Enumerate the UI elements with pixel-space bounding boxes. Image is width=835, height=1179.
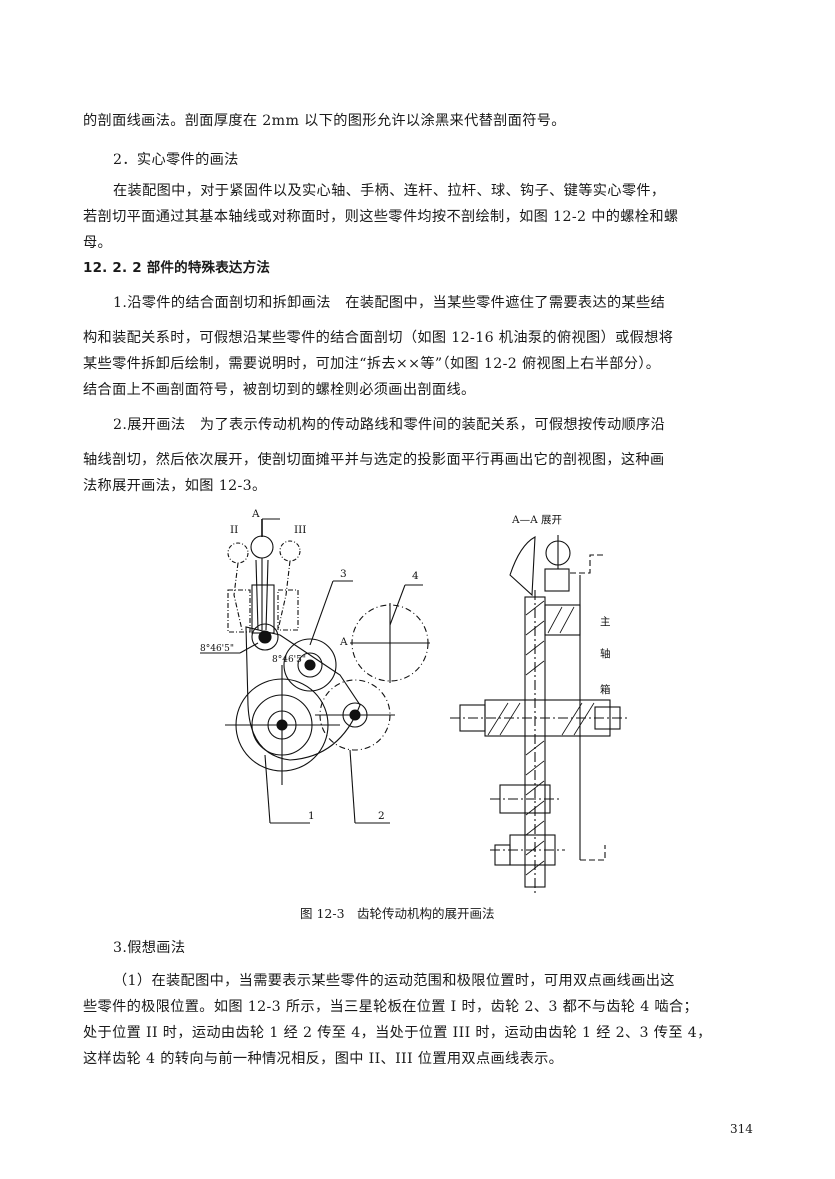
- figure-label: A—A 展开: [511, 514, 562, 526]
- paragraph-line: 2.展开画法 为了表示传动机构的传动路线和零件间的装配关系，可假想按传动顺序沿: [113, 417, 666, 433]
- paragraph-line: 的剖面线画法。剖面厚度在 2mm 以下的图形允许以涂黑来代替剖面符号。: [83, 113, 566, 129]
- section-heading: 12. 2. 2 部件的特殊表达方法: [83, 260, 271, 276]
- figure-label: 8°46'5": [200, 644, 234, 654]
- paragraph-line: 1.沿零件的结合面剖切和拆卸画法 在装配图中，当某些零件遮住了需要表达的某些结: [113, 295, 666, 311]
- figure-label: II: [230, 524, 238, 536]
- figure-label: A: [251, 508, 260, 520]
- figure-label: 主: [600, 616, 611, 628]
- figure-label: A: [339, 636, 348, 648]
- paragraph-line: 母。: [83, 235, 113, 251]
- paragraph-line: 在装配图中，对于紧固件以及实心轴、手柄、连杆、拉杆、球、钩子、键等实心零件，: [113, 183, 666, 199]
- paragraph-line: 处于位置 II 时，运动由齿轮 1 经 2 传至 4，当处于位置 III 时，运…: [83, 1025, 712, 1041]
- paragraph-line: 些零件的极限位置。如图 12-3 所示，当三星轮板在位置 I 时，齿轮 2、3 …: [83, 999, 699, 1015]
- paragraph-line: 结合面上不画剖面符号，被剖切到的螺栓则必须画出剖面线。: [83, 382, 476, 398]
- subheading: 2．实心零件的画法: [113, 152, 239, 168]
- paragraph-line: 某些零件拆卸后绘制，需要说明时，可加注“拆去××等”（如图 12-2 俯视图上右…: [83, 356, 661, 372]
- paragraph-line: 轴线剖切，然后依次展开，使剖切面摊平并与选定的投影面平行再画出它的剖视图，这种画: [83, 452, 665, 468]
- figure-label: III: [294, 524, 306, 536]
- figure-label: 2: [378, 810, 385, 822]
- figure-caption: 图 12-3 齿轮传动机构的展开画法: [300, 906, 495, 921]
- figure-label: 4: [412, 570, 419, 582]
- figure-label: 1: [308, 810, 315, 822]
- figure-label: 8°46'5": [272, 655, 306, 665]
- paragraph-line: 法称展开画法，如图 12-3。: [83, 478, 267, 494]
- figure-label: 3: [340, 568, 347, 580]
- figure-label: 箱: [600, 683, 611, 696]
- paragraph-line: 构和装配关系时，可假想沿某些零件的结合面剖切（如图 12-16 机油泵的俯视图）…: [83, 330, 674, 346]
- figure-label: 轴: [600, 647, 611, 660]
- gear-mechanism-figure: A II III 8°46'5" 8°46'5" 3 4 A 1 2 A—A 展…: [200, 508, 630, 895]
- paragraph-line: （1）在装配图中，当需要表示某些零件的运动范围和极限位置时，可用双点画线画出这: [113, 973, 675, 989]
- subheading: 3.假想画法: [113, 940, 186, 956]
- paragraph-line: 这样齿轮 4 的转向与前一种情况相反，图中 II、III 位置用双点画线表示。: [83, 1051, 564, 1067]
- paragraph-line: 若剖切平面通过其基本轴线或对称面时，则这些零件均按不剖绘制，如图 12-2 中的…: [83, 209, 679, 225]
- page-number: 314: [730, 1122, 753, 1136]
